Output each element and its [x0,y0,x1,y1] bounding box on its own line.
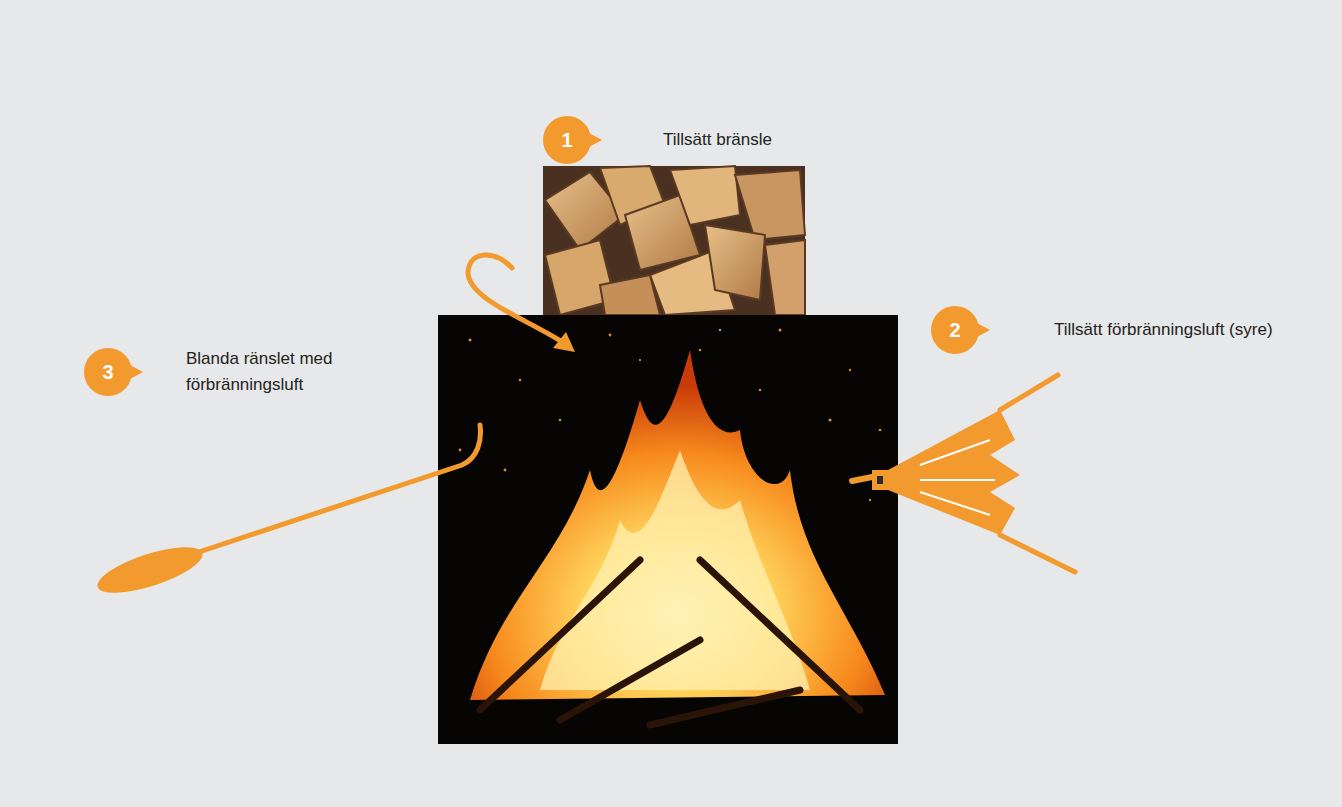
fuel-arrow [468,255,575,352]
stirring-spoon [93,425,481,602]
firewood-photo [543,166,805,315]
callout-label: Tillsätt förbränningsluft (syre) [1054,317,1273,343]
callout-number: 2 [931,306,979,354]
callout-node: 1 Tillsätt bränsle [543,116,772,164]
callout-label: Tillsätt bränsle [663,127,772,153]
callout-label: Blanda ränslet med förbränningsluft [186,346,386,399]
bonfire-photo [438,315,898,744]
callout-node: 3 Blanda ränslet med förbränningsluft [84,346,386,399]
callout-number: 1 [543,116,591,164]
bellows [852,375,1075,572]
callout-node: 2 Tillsätt förbränningsluft (syre) [931,306,1273,354]
callout-number: 3 [84,348,132,396]
